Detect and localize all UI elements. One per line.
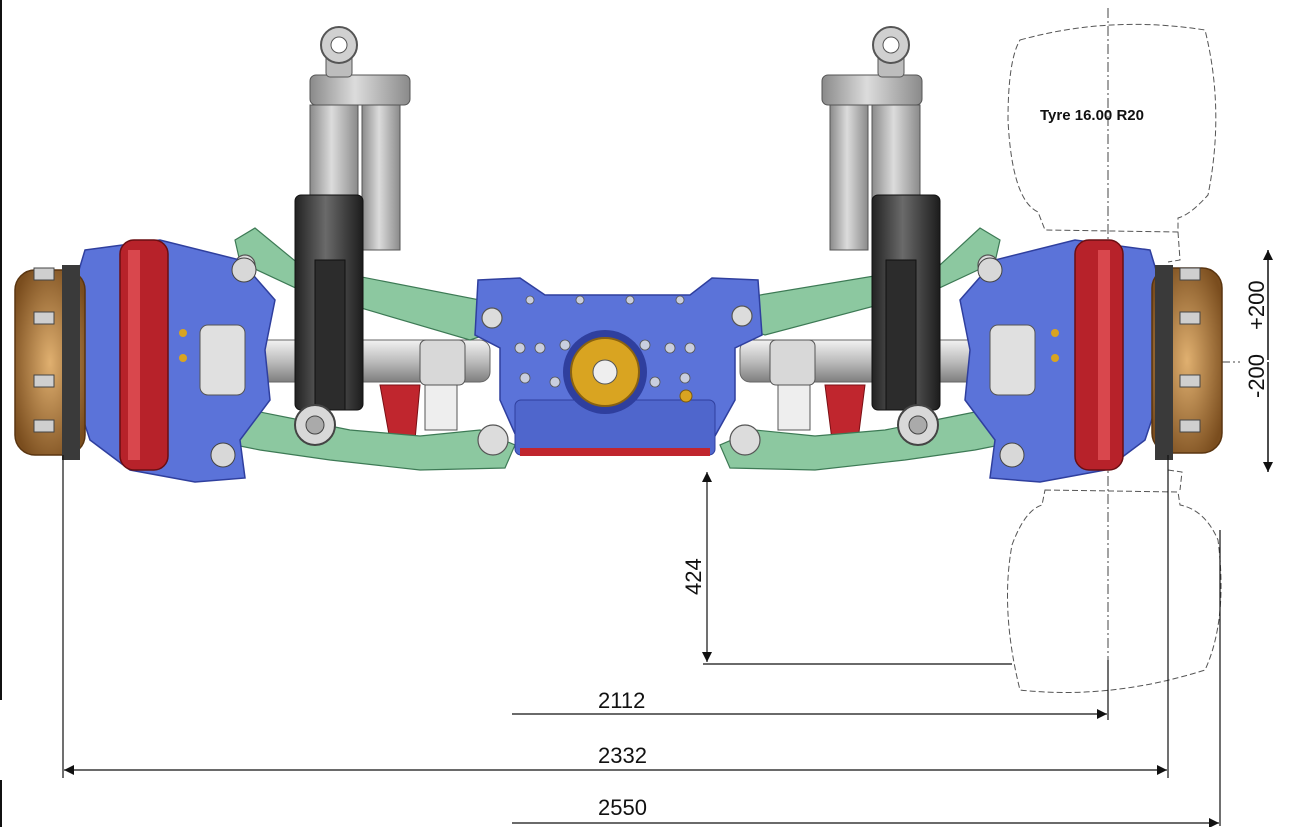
shaft-bracket-right (777, 384, 811, 431)
housing-base-strip (520, 448, 710, 456)
wheel-end-right (959, 239, 1223, 483)
extension-lines (62, 455, 1221, 826)
clearance-dimension (702, 472, 1012, 665)
travel-down-label: -200 (1244, 354, 1269, 398)
hydraulic-cylinder-left (309, 26, 411, 251)
tyre-label: Tyre 16.00 R20 (1040, 107, 1144, 124)
clearance-label: 424 (681, 558, 706, 595)
center-gear-hub (592, 359, 618, 385)
travel-up-label: +200 (1244, 280, 1269, 330)
overall-width-label: 2550 (598, 795, 647, 820)
damper-right (871, 194, 941, 446)
hydraulic-cylinder-right (821, 26, 923, 251)
grease-nipple (679, 389, 693, 403)
tyre-outline-lower (1007, 469, 1222, 693)
tyre-outline-upper (1007, 23, 1217, 263)
cv-joint-right (769, 339, 816, 386)
lower-link-left (379, 384, 421, 441)
damper-left (294, 194, 364, 446)
wheel-end-left (14, 239, 276, 483)
housing-bolts (514, 295, 696, 388)
track-width-label: 2112 (598, 688, 645, 713)
cv-joint-left (419, 339, 466, 386)
shaft-bracket-left (424, 384, 458, 431)
hub-width-label: 2332 (598, 743, 647, 768)
